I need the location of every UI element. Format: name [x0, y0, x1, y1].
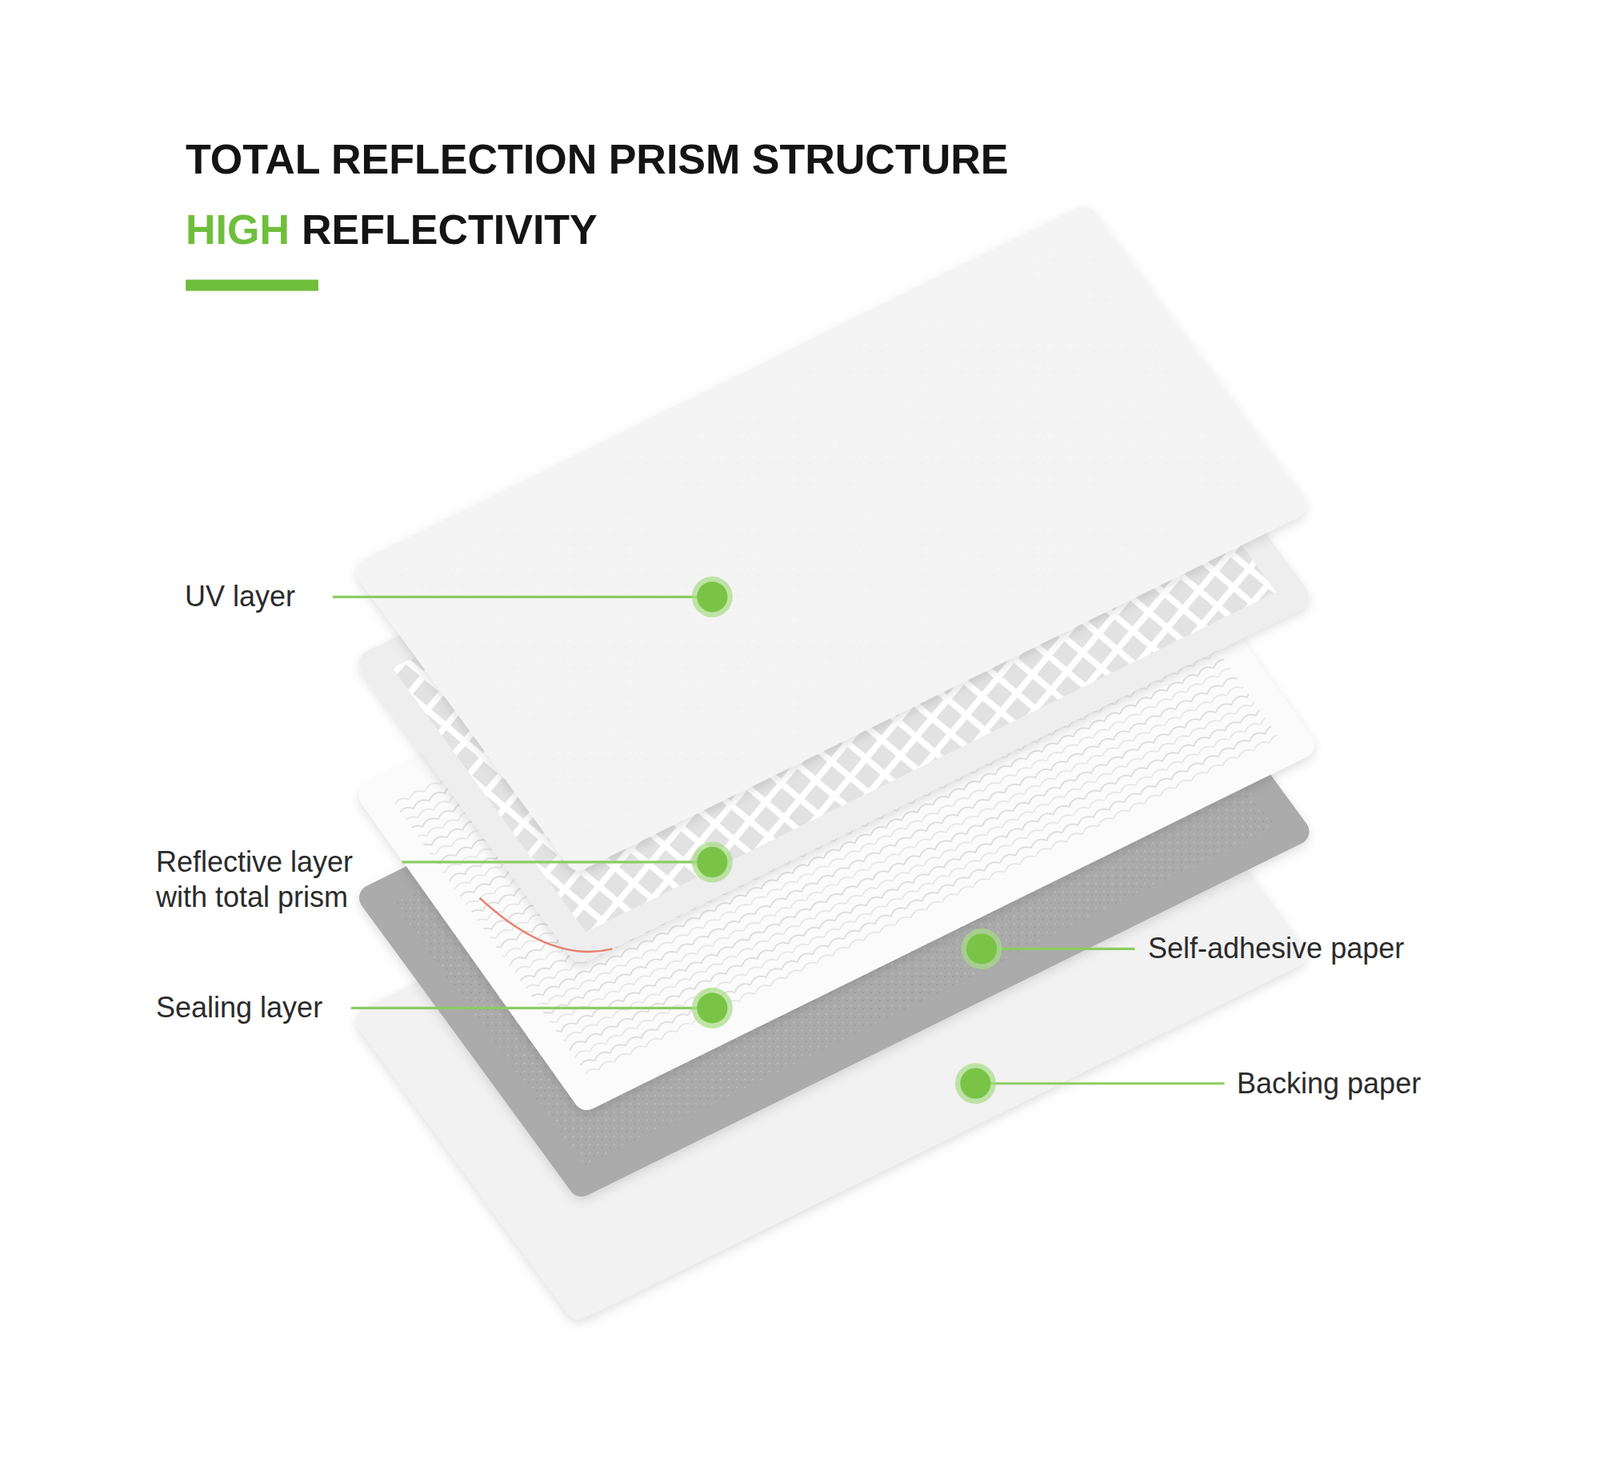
- subtitle: REFLECTIVITY: [301, 204, 598, 255]
- title-bar: [185, 280, 319, 292]
- subtitle-highlight: HIGH: [185, 204, 290, 255]
- layer-label: UV layer: [184, 579, 296, 614]
- red-edge: [479, 898, 612, 952]
- layer-label: Reflective layer with total prism: [156, 844, 396, 914]
- layer-label: Backing paper: [1236, 1066, 1421, 1101]
- title: TOTAL REFLECTION PRISM STRUCTURE: [185, 134, 1008, 184]
- leader-lines: [332, 596, 1225, 1084]
- leader-dots: [692, 576, 1003, 1104]
- uv-layer-sheet: [369, 219, 1293, 857]
- layer-label: Sealing layer: [156, 990, 323, 1025]
- layer-label: Self-adhesive paper: [1148, 931, 1404, 966]
